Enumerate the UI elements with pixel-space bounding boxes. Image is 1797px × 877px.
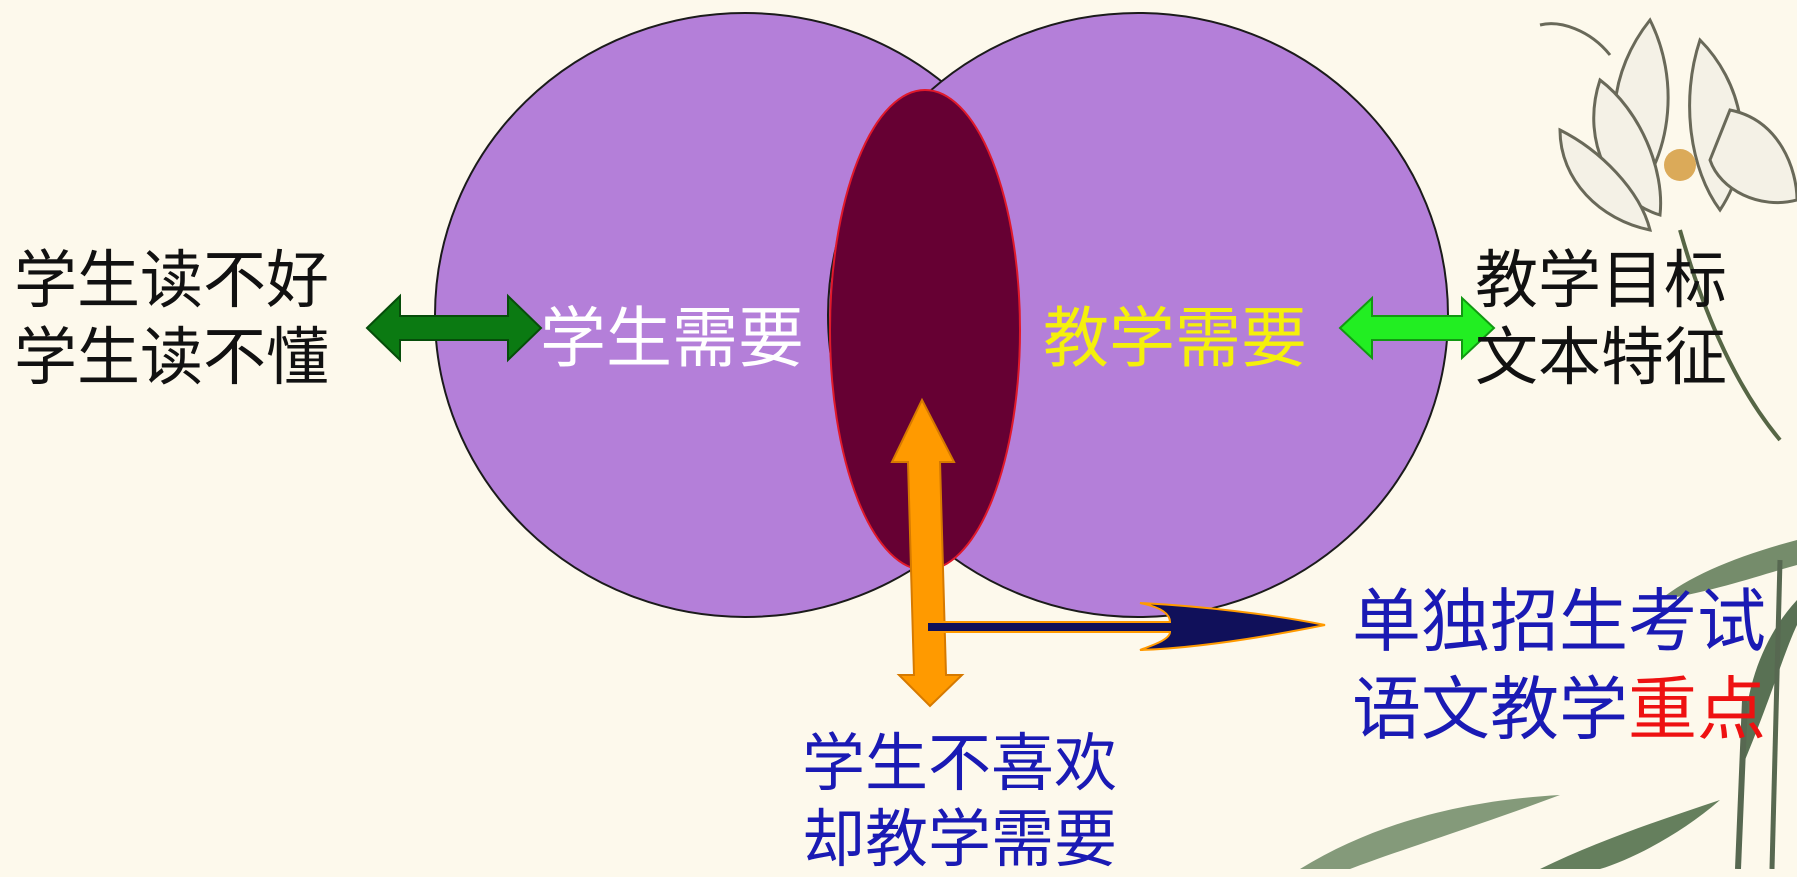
navy-right-arrow [926, 602, 1326, 651]
right-text-line-1: 教学目标 [1475, 244, 1727, 317]
bamboo-leaves-icon [1300, 540, 1797, 869]
left-text-line-1: 学生读不好 [14, 244, 329, 317]
exam-text-block: 单独招生考试 语文教学重点 [1352, 578, 1766, 755]
left-text-line-2: 学生读不懂 [14, 320, 329, 394]
right-circle-label: 教学需要 [1043, 300, 1307, 377]
exam-text-line-1: 单独招生考试 [1352, 582, 1766, 662]
left-circle-label: 学生需要 [540, 300, 804, 377]
right-text-block: 教学目标 文本特征 [1475, 243, 1727, 397]
exam-text-highlight: 重点 [1628, 670, 1766, 751]
bottom-text-line-2: 却教学需要 [802, 802, 1117, 876]
left-text-block: 学生读不好 学生读不懂 [14, 243, 329, 397]
dark-green-double-arrow [365, 293, 543, 363]
bottom-text-line-1: 学生不喜欢 [802, 727, 1117, 800]
exam-text-line-2-main: 语文教学 [1352, 670, 1628, 751]
bottom-text-block: 学生不喜欢 却教学需要 [802, 726, 1117, 877]
bright-green-double-arrow [1338, 295, 1496, 361]
lotus-flower-icon [1539, 17, 1797, 442]
exam-text-line-2: 语文教学重点 [1352, 666, 1766, 754]
right-text-line-2: 文本特征 [1475, 320, 1727, 394]
